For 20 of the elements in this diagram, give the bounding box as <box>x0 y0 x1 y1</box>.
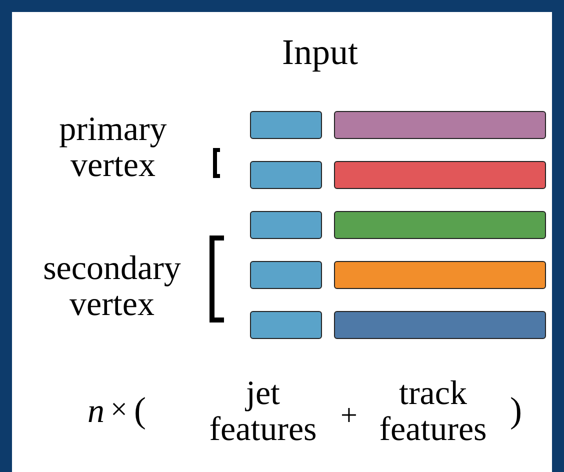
feature-label: jet features <box>208 376 318 448</box>
feature-bar <box>334 161 546 189</box>
vertex-label: secondary vertex <box>42 251 182 322</box>
variable-label: n <box>86 394 106 430</box>
feature-bar <box>250 311 322 339</box>
feature-bar <box>250 111 322 139</box>
operator-label: + <box>340 400 358 432</box>
feature-bar <box>250 211 322 239</box>
feature-label: track features <box>378 376 488 448</box>
feature-bar <box>334 111 546 139</box>
title: Input <box>281 34 359 72</box>
feature-bar <box>250 261 322 289</box>
feature-bar <box>250 161 322 189</box>
feature-bar <box>334 261 546 289</box>
operator-label: × <box>110 394 128 426</box>
bracket-label: ) <box>509 392 523 430</box>
feature-bar <box>334 311 546 339</box>
bracket-label: ( <box>133 392 147 430</box>
vertex-label: primary vertex <box>58 112 168 184</box>
feature-bar <box>334 211 546 239</box>
